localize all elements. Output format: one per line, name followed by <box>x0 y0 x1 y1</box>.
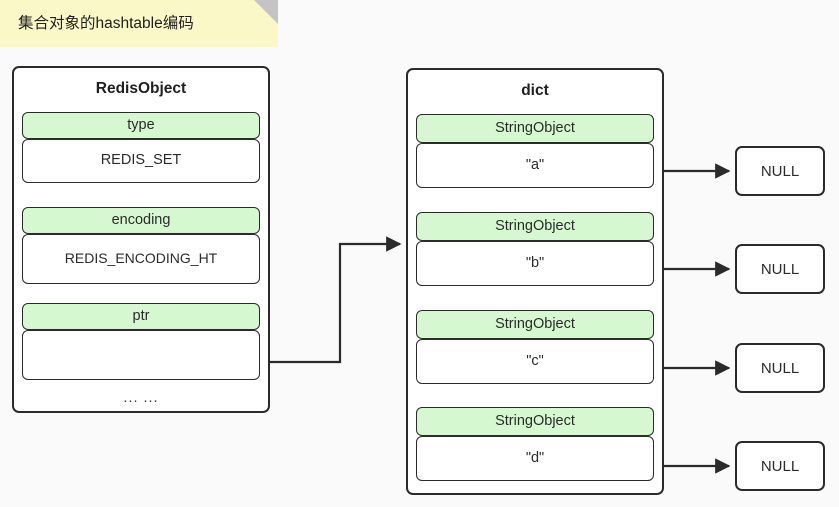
dict-entry-value-0: "a" <box>416 143 654 188</box>
dict-entry-label-1: StringObject <box>416 212 654 241</box>
redis-object-field-value-encoding: REDIS_ENCODING_HT <box>22 234 260 284</box>
dict-entry-value-1: "b" <box>416 241 654 286</box>
dict-entry-label-0: StringObject <box>416 114 654 143</box>
dict-entry-label-3: StringObject <box>416 407 654 436</box>
dict-entry-label-2: StringObject <box>416 310 654 339</box>
null-box-2: NULL <box>735 343 825 393</box>
dict-box: dict StringObject "a" StringObject "b" S… <box>406 68 664 495</box>
null-box-1: NULL <box>735 244 825 294</box>
connector-ptr-to-dict <box>270 236 402 364</box>
dict-title: dict <box>521 82 549 99</box>
title-note: 集合对象的hashtable编码 <box>0 0 278 47</box>
redis-object-field-value-ptr <box>22 330 260 380</box>
redis-object-field-value-type: REDIS_SET <box>22 139 260 183</box>
redis-object-footer: ... ... <box>123 390 159 407</box>
title-note-label: 集合对象的hashtable编码 <box>18 15 194 32</box>
page-fold-icon <box>254 0 278 24</box>
null-box-3: NULL <box>735 441 825 491</box>
redis-object-field-label-type: type <box>22 112 260 139</box>
redis-object-box: RedisObject type REDIS_SET encoding REDI… <box>12 66 270 413</box>
dict-entry-value-3: "d" <box>416 436 654 481</box>
redis-object-field-label-ptr: ptr <box>22 303 260 330</box>
null-box-0: NULL <box>735 146 825 196</box>
redis-object-field-label-encoding: encoding <box>22 207 260 234</box>
dict-entry-value-2: "c" <box>416 339 654 384</box>
redis-object-title: RedisObject <box>95 80 187 97</box>
